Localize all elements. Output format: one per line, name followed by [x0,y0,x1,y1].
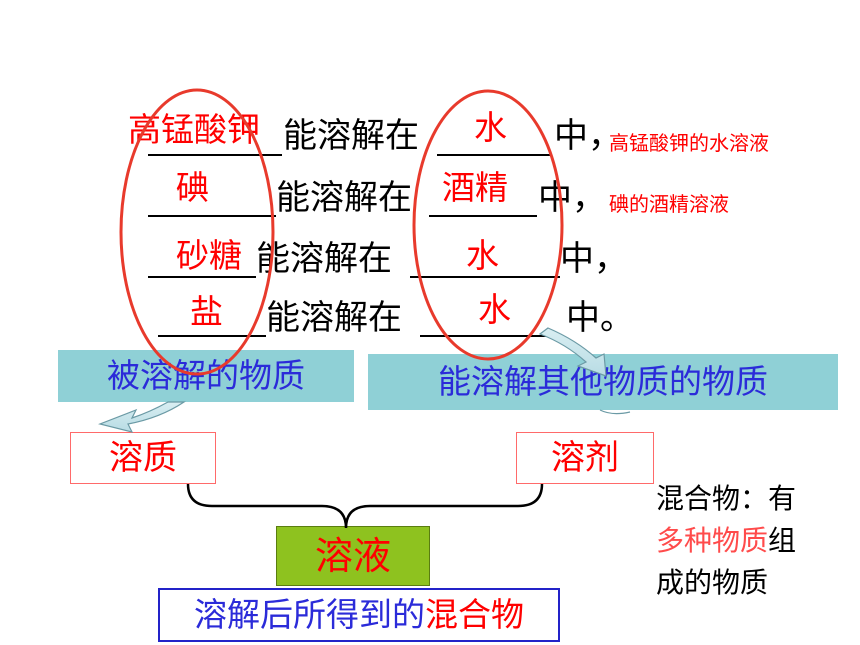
side-note-tail: 组 [768,524,797,557]
blank-solute-2 [148,215,276,217]
sentence-2-verb: 能溶解在 [276,178,412,218]
solvent-box: 溶剂 [516,432,654,484]
blank-solute-3 [148,276,256,278]
note-1: 高锰酸钾的水溶液 [609,131,769,155]
sentence-2-end: 中， [538,178,606,218]
solute-ellipse [119,88,275,376]
arrow-to-solute [98,401,186,433]
definition-highlight: 混合物 [425,595,524,634]
sentence-3-end: 中， [560,239,628,279]
arrow-to-dissolver [538,327,607,377]
answer-solute-4: 盐 [190,292,223,331]
definition-prefix: 溶解后所得到的 [194,595,425,634]
answer-solute-2: 碘 [176,168,209,207]
sentence-1-end: 中， [554,116,622,156]
blank-solute-4 [158,335,266,337]
answer-solute-3: 砂糖 [176,236,242,275]
dissolved-substance-label: 被溶解的物质 [58,350,354,402]
answer-solvent-3: 水 [466,236,499,275]
solution-box: 溶液 [276,526,430,586]
blank-solvent-4 [420,335,548,337]
answer-solvent-2: 酒精 [442,168,508,207]
note-2: 碘的酒精溶液 [609,192,729,216]
answer-solute-1: 高锰酸钾 [128,110,260,149]
brace [186,483,544,529]
side-note-line1: 混合物：有 [656,482,797,515]
arrow-tail-dissolver [599,409,631,415]
side-note-line2: 多种物质组 [656,520,846,562]
solution-definition-box: 溶解后所得到的混合物 [158,588,560,642]
sentence-3-verb: 能溶解在 [256,239,392,279]
blank-solvent-1 [437,154,551,156]
answer-solvent-4: 水 [478,290,511,329]
side-note-line3: 成的物质 [656,566,769,599]
blank-solvent-2 [429,215,537,217]
solvent-ellipse [412,89,564,361]
answer-solvent-1: 水 [474,108,507,147]
mixture-side-note: 混合物：有 多种物质组 成的物质 [656,478,846,604]
solute-box: 溶质 [70,432,216,484]
sentence-4-verb: 能溶解在 [266,298,402,338]
sentence-1-verb: 能溶解在 [283,116,419,156]
side-note-highlight: 多种物质 [656,524,769,557]
blank-solute-1 [148,154,282,156]
blank-solvent-3 [410,276,560,278]
sentence-4-end: 中。 [566,298,634,338]
